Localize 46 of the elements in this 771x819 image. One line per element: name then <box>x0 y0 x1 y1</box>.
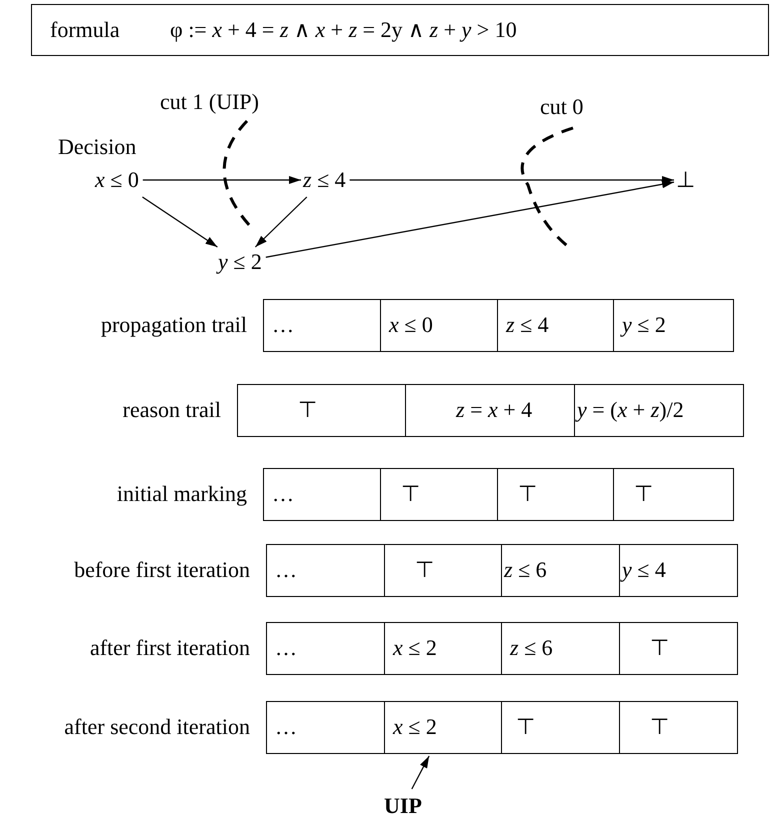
table-cell: y = (x + z)/2 <box>574 384 744 437</box>
formula-box <box>31 4 769 56</box>
arrow <box>142 196 218 248</box>
uip-label: UIP <box>384 793 422 819</box>
table-cell: … <box>266 701 385 754</box>
conflict-symbol: ⊥ <box>676 167 695 193</box>
table-cell: … <box>266 544 385 597</box>
arrow <box>266 180 674 258</box>
table-cell: ⊤ <box>497 468 614 521</box>
table-cell: ⊤ <box>380 468 498 521</box>
row-label: reason trail <box>122 397 221 423</box>
table-cell: … <box>266 622 385 675</box>
table-cell: z ≤ 6 <box>501 544 620 597</box>
arrow <box>142 176 301 184</box>
table-cell: x ≤ 2 <box>384 622 502 675</box>
formula-heading: formula <box>50 17 120 43</box>
row-label: before first iteration <box>74 557 250 583</box>
table-cell: ⊤ <box>237 384 406 437</box>
row-label: initial marking <box>116 481 247 507</box>
formula-text: φ := x + 4 = z ∧ x + z = 2y ∧ z + y > 10 <box>170 17 517 43</box>
arrow <box>254 196 308 248</box>
table-cell: ⊤ <box>619 622 738 675</box>
table-cell: z ≤ 4 <box>497 299 614 352</box>
cut-label: cut 1 (UIP) <box>160 89 259 115</box>
literal-text: x ≤ 0 <box>95 167 139 193</box>
cut-label: cut 0 <box>540 94 584 120</box>
table-cell: z = x + 4 <box>405 384 575 437</box>
table-cell: … <box>263 468 381 521</box>
table-cell: y ≤ 2 <box>613 299 734 352</box>
table-cell: x ≤ 2 <box>384 701 502 754</box>
table-cell: x ≤ 0 <box>380 299 498 352</box>
node-caption: Decision <box>58 134 136 160</box>
literal-text: y ≤ 2 <box>218 249 262 275</box>
arrow <box>350 176 674 184</box>
table-cell: ⊤ <box>613 468 734 521</box>
table-cell: ⊤ <box>619 701 738 754</box>
table-cell: z ≤ 6 <box>501 622 620 675</box>
row-label: after second iteration <box>64 714 250 740</box>
literal-text: z ≤ 4 <box>303 167 346 193</box>
table-cell: … <box>263 299 381 352</box>
row-label: after first iteration <box>90 635 250 661</box>
row-label: propagation trail <box>100 312 247 338</box>
table-cell: ⊤ <box>501 701 620 754</box>
table-cell: ⊤ <box>384 544 502 597</box>
table-cell: y ≤ 4 <box>619 544 738 597</box>
arrow <box>411 756 430 790</box>
